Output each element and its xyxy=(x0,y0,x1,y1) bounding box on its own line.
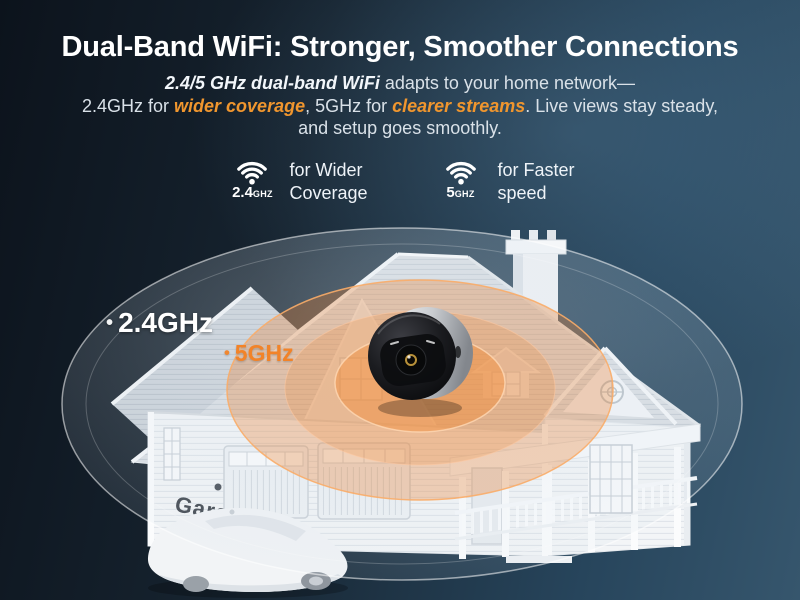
subtitle-line-1: 2.4/5 GHz dual-band WiFi adapts to your … xyxy=(0,72,800,95)
coverage-24-rim xyxy=(61,227,743,581)
coverage-label-24ghz-text: 2.4GHz xyxy=(118,307,213,338)
camera-ir-dots xyxy=(390,340,435,345)
band-unit: GHZ xyxy=(454,189,475,199)
subtitle-highlight-streams: clearer streams xyxy=(392,95,526,116)
chimney-post xyxy=(547,230,556,242)
band-label-5: 5GHZ xyxy=(446,185,474,202)
car-hub xyxy=(309,576,323,586)
band-value: 5 xyxy=(446,184,455,201)
feature-label-line: for Wider xyxy=(289,160,363,180)
feature-label-line: Coverage xyxy=(289,183,368,203)
car-wheel xyxy=(183,576,209,592)
feature-row: 2.4GHZ for Wider Coverage 5GHZ xyxy=(0,157,800,205)
band-label-24: 2.4GHZ xyxy=(232,185,273,202)
subtitle-3: and setup goes smoothly. xyxy=(298,118,502,138)
feature-label-line: for Faster xyxy=(497,160,575,180)
coverage-label-5ghz-text: 5GHz xyxy=(234,340,294,366)
coverage-label-5ghz: •5GHz xyxy=(224,340,294,367)
subtitle-lead: 2.4/5 GHz dual-band WiFi xyxy=(165,73,380,93)
subtitle-lead-rest: adapts to your home network— xyxy=(379,73,635,93)
coverage-ellipse-24ghz xyxy=(61,227,743,581)
band-unit: GHZ xyxy=(252,189,273,199)
wifi-icon xyxy=(445,162,476,185)
page-title: Dual-Band WiFi: Stronger, Smoother Conne… xyxy=(61,31,739,63)
subtitle-2b: , 5GHz for xyxy=(305,95,393,116)
camera xyxy=(368,307,473,417)
band-value: 2.4 xyxy=(232,184,253,201)
subtitle-line-2: 2.4GHz for wider coverage, 5GHz for clea… xyxy=(0,95,800,118)
chimney-post xyxy=(511,230,520,242)
camera-mic-slot xyxy=(455,346,461,358)
camera-lens-glint xyxy=(407,355,411,359)
wifi-icon xyxy=(237,162,268,185)
wifi-block-5: 5GHZ xyxy=(434,157,488,202)
camera-shadow xyxy=(378,399,462,417)
bullet-icon: • xyxy=(106,311,114,334)
subtitle-line-3: and setup goes smoothly. xyxy=(0,117,800,140)
camera-face-highlight xyxy=(377,314,441,335)
wifi-block-24: 2.4GHZ xyxy=(225,157,279,202)
feature-24ghz: 2.4GHZ for Wider Coverage xyxy=(225,157,367,205)
feature-label-5: for Faster speed xyxy=(498,157,575,205)
subtitle-2c: . Live views stay steady, xyxy=(525,95,718,116)
subtitle-highlight-coverage: wider coverage xyxy=(174,95,306,116)
subtitle-2a: 2.4GHz for xyxy=(82,95,175,116)
subtitle: 2.4/5 GHz dual-band WiFi adapts to your … xyxy=(0,72,800,140)
coverage-label-24ghz: •2.4GHz xyxy=(106,307,213,339)
header: Dual-Band WiFi: Stronger, Smoother Conne… xyxy=(0,0,800,140)
feature-label-line: speed xyxy=(497,183,547,203)
coverage-24-inner-rim xyxy=(85,243,719,565)
feature-label-24: for Wider Coverage xyxy=(289,157,367,205)
camera-iris-ring xyxy=(405,354,417,366)
feature-5ghz: 5GHZ for Faster speed xyxy=(434,157,575,205)
bullet-icon: • xyxy=(224,343,230,363)
chimney-post xyxy=(529,230,538,242)
